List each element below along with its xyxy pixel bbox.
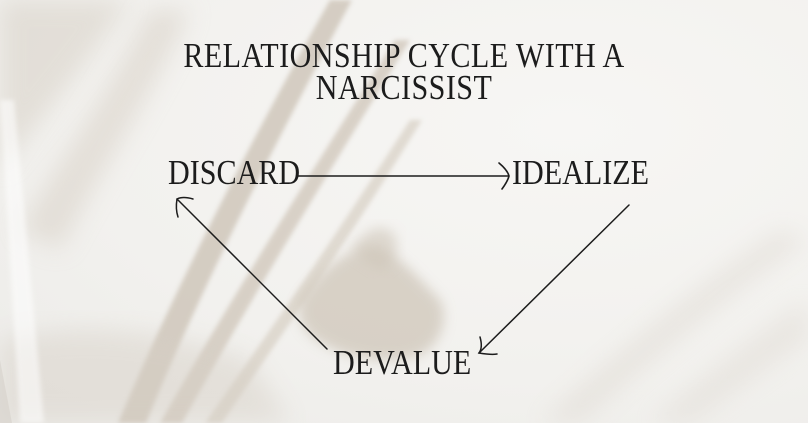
arrow-discard-to-idealize — [296, 162, 510, 190]
diagram-title-line-1: RELATIONSHIP CYCLE WITH A — [183, 36, 625, 75]
node-devalue: DEVALUE — [333, 343, 472, 382]
arrow-devalue-to-discard — [175, 196, 328, 350]
node-idealize: IDEALIZE — [512, 153, 650, 192]
arrow-idealize-to-devalue — [477, 204, 630, 356]
diagram-title-line-2: NARCISSIST — [315, 68, 493, 107]
node-discard: DISCARD — [168, 153, 301, 192]
